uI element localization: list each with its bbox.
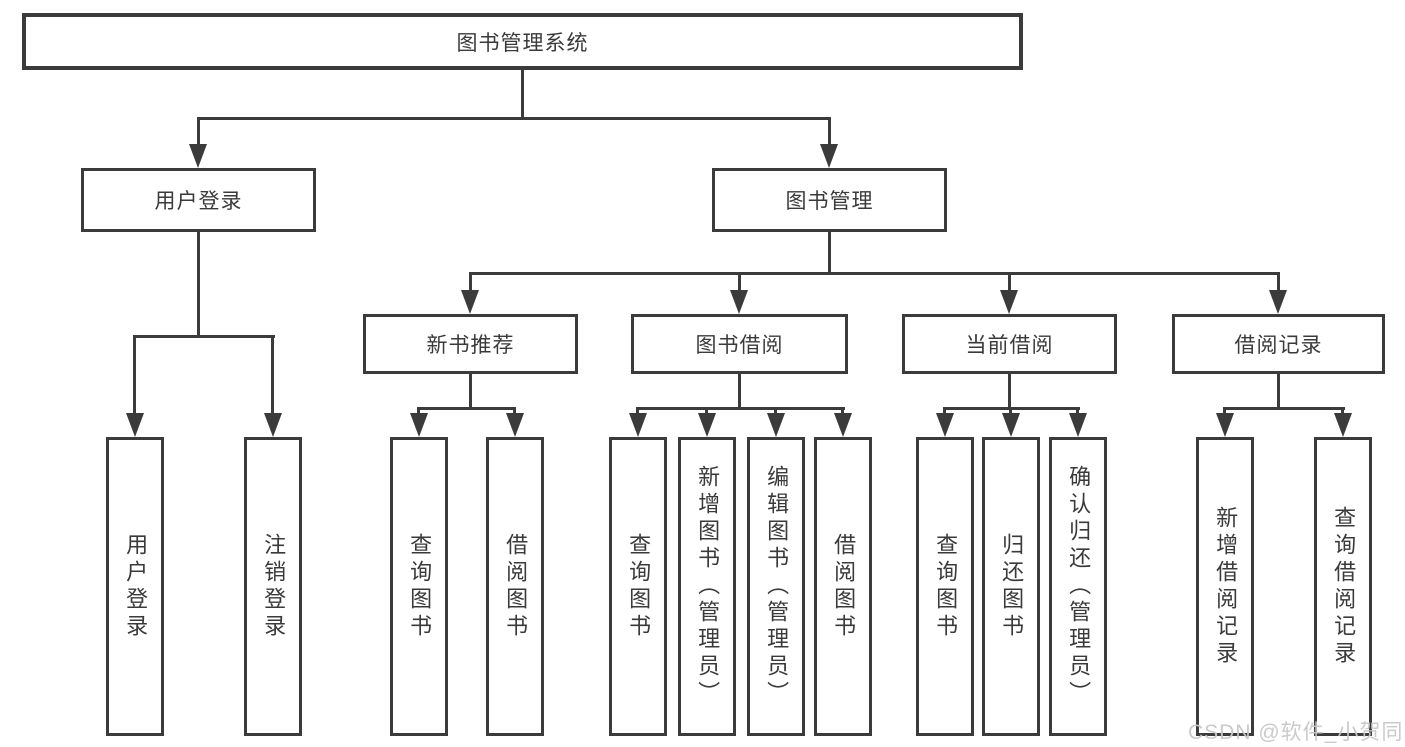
leaf-query-books-current: 查询图书: [916, 437, 974, 736]
node-label: 注销登录: [261, 532, 287, 641]
node-label: 查询图书: [407, 532, 433, 641]
connector-line: [469, 272, 1280, 275]
leaf-return-books: 归还图书: [982, 437, 1040, 736]
node-label: 借阅记录: [1234, 334, 1323, 357]
arrowhead-icon: [1002, 413, 1020, 437]
leaf-confirm-return-admin: 确认归还（管理员）: [1049, 437, 1107, 736]
arrowhead-icon: [730, 290, 748, 314]
connector-line: [705, 407, 708, 416]
leaf-query-borrow-record: 查询借阅记录: [1314, 437, 1372, 736]
connector-line: [738, 272, 741, 292]
leaf-query-books-borrowing: 查询图书: [609, 437, 667, 736]
connector-line: [1341, 407, 1344, 416]
connector-line: [469, 374, 472, 410]
arrowhead-icon: [1000, 290, 1018, 314]
arrowhead-icon: [410, 413, 428, 437]
node-book-management-system: 图书管理系统: [22, 13, 1023, 70]
connector-line: [1009, 407, 1012, 416]
leaf-add-books-admin: 新增图书（管理员）: [678, 437, 736, 736]
arrowhead-icon: [461, 290, 479, 314]
node-label: 新书推荐: [426, 334, 515, 357]
arrowhead-icon: [698, 413, 716, 437]
arrowhead-icon: [834, 413, 852, 437]
leaf-logout: 注销登录: [244, 437, 302, 736]
connector-line: [513, 407, 516, 416]
connector-line: [469, 272, 472, 292]
connector-line: [133, 335, 136, 415]
arrowhead-icon: [629, 413, 647, 437]
node-label: 查询借阅记录: [1331, 505, 1357, 668]
connector-line: [636, 407, 639, 416]
node-new-book-recommendation: 新书推荐: [363, 314, 578, 374]
connector-line: [774, 407, 777, 416]
node-label: 借阅图书: [503, 532, 529, 641]
connector-line: [1277, 374, 1280, 410]
leaf-borrow-books-recommend: 借阅图书: [486, 437, 544, 736]
leaf-add-borrow-record: 新增借阅记录: [1196, 437, 1254, 736]
node-book-management: 图书管理: [712, 168, 947, 232]
node-label: 确认归还（管理员）: [1066, 465, 1092, 708]
arrowhead-icon: [189, 144, 207, 168]
node-borrowing-records: 借阅记录: [1172, 314, 1385, 374]
node-label: 借阅图书: [831, 532, 857, 641]
connector-line: [134, 335, 275, 338]
node-label: 图书管理: [785, 190, 874, 213]
connector-line: [943, 407, 946, 416]
connector-line: [738, 374, 741, 410]
connector-line: [197, 117, 200, 146]
connector-line: [636, 407, 845, 410]
connector-line: [1008, 272, 1011, 292]
node-label: 编辑图书（管理员）: [764, 465, 790, 708]
leaf-edit-books-admin: 编辑图书（管理员）: [747, 437, 805, 736]
arrowhead-icon: [1269, 290, 1287, 314]
connector-line: [1277, 272, 1280, 292]
connector-line: [841, 407, 844, 416]
connector-line: [521, 70, 524, 117]
arrowhead-icon: [1334, 413, 1352, 437]
connector-line: [197, 232, 200, 336]
arrowhead-icon: [767, 413, 785, 437]
arrowhead-icon: [1216, 413, 1234, 437]
connector-line: [1008, 374, 1011, 410]
connector-line: [197, 117, 831, 120]
node-label: 新增图书（管理员）: [695, 465, 721, 708]
arrowhead-icon: [820, 144, 838, 168]
node-user-login: 用户登录: [81, 168, 316, 232]
arrowhead-icon: [506, 413, 524, 437]
connector-line: [828, 232, 831, 274]
connector-line: [1076, 407, 1079, 416]
leaf-borrow-books-borrowing: 借阅图书: [814, 437, 872, 736]
connector-line: [1223, 407, 1345, 410]
node-label: 查询图书: [933, 532, 959, 641]
connector-line: [271, 335, 274, 415]
node-current-borrowing: 当前借阅: [902, 314, 1117, 374]
node-label: 新增借阅记录: [1213, 505, 1239, 668]
connector-line: [1223, 407, 1226, 416]
connector-line: [417, 407, 420, 416]
arrowhead-icon: [936, 413, 954, 437]
csdn-watermark: CSDN @软件_小贺同学: [1188, 721, 1404, 744]
node-label: 查询图书: [626, 532, 652, 641]
connector-line: [828, 117, 831, 146]
arrowhead-icon: [126, 413, 144, 437]
node-label: 当前借阅: [965, 334, 1054, 357]
node-label: 图书借阅: [695, 334, 784, 357]
arrowhead-icon: [264, 413, 282, 437]
node-label: 图书管理系统: [456, 31, 589, 55]
node-label: 归还图书: [999, 532, 1025, 641]
node-book-borrowing: 图书借阅: [631, 314, 848, 374]
connector-line: [417, 407, 516, 410]
node-label: 用户登录: [154, 190, 243, 213]
leaf-query-books-recommend: 查询图书: [390, 437, 448, 736]
arrowhead-icon: [1069, 413, 1087, 437]
leaf-user-login: 用户登录: [106, 437, 164, 736]
node-label: 用户登录: [123, 532, 149, 641]
